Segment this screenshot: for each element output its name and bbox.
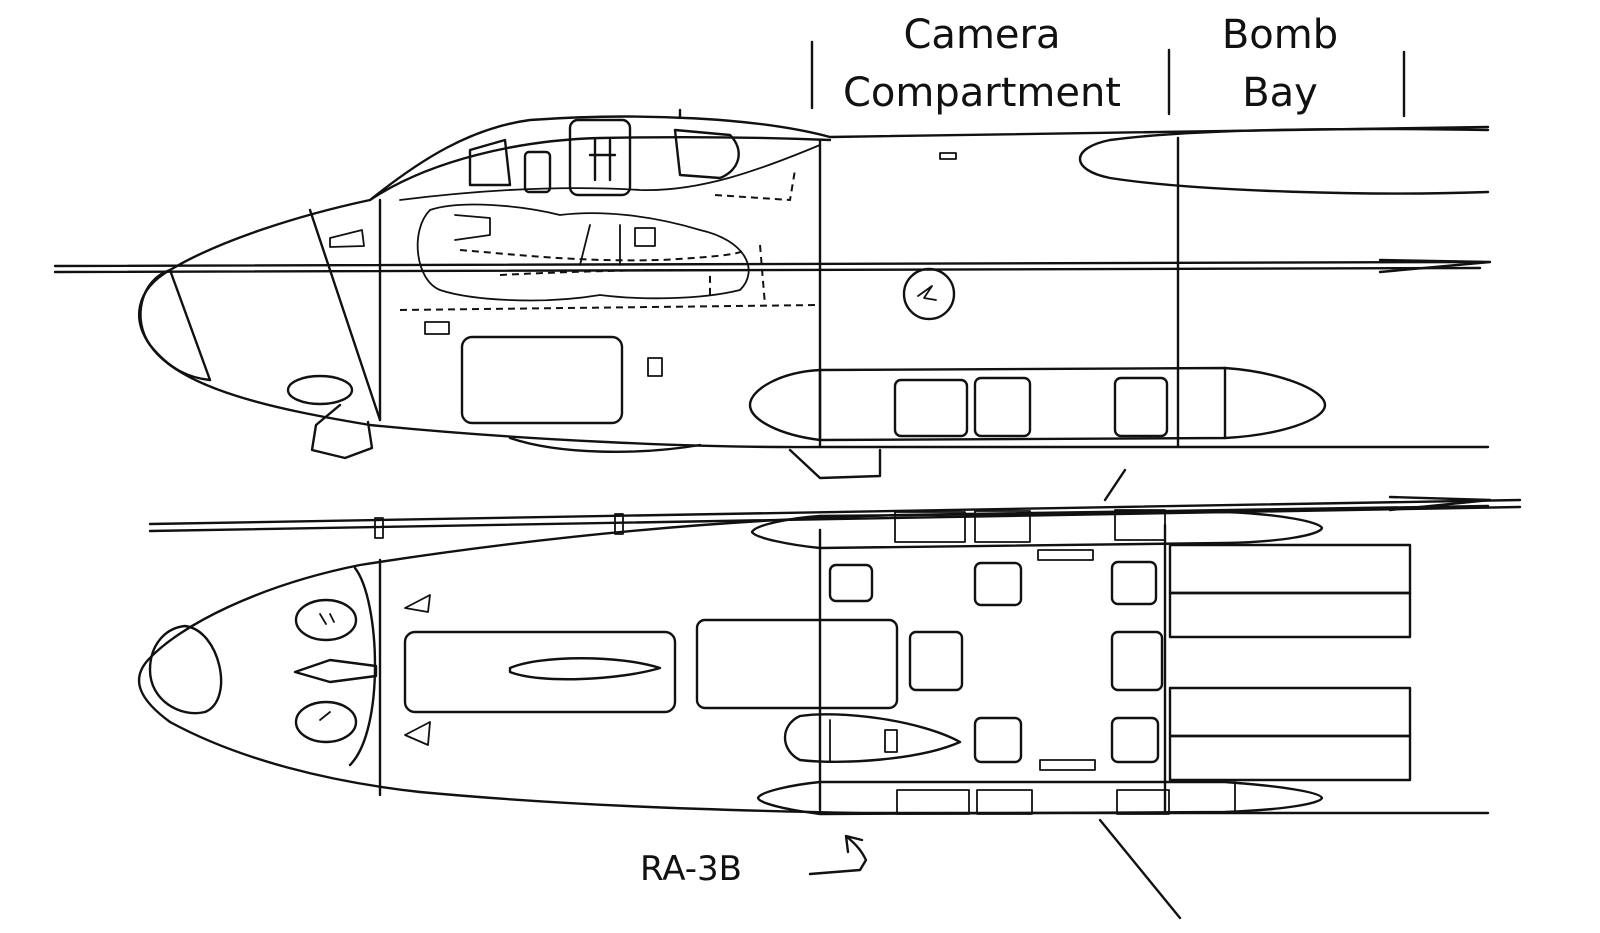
- camera-label-line1: Camera: [904, 12, 1061, 58]
- designation-text: RA-3B: [640, 849, 742, 889]
- plan-compartment-mid: [695, 618, 899, 710]
- side-window-large: [460, 335, 624, 425]
- side-lower-pod: [748, 366, 1327, 442]
- side-boom-line-top: [53, 260, 1482, 268]
- canopy-window-3: [568, 118, 632, 197]
- bomb-bay-door-3: [1168, 686, 1412, 738]
- side-canopy-frame: [368, 135, 832, 202]
- bomb-bay-door-2: [1168, 591, 1412, 639]
- side-intake: [286, 374, 354, 406]
- cockpit-interior: [416, 203, 750, 302]
- bomb-bay-door-1: [1168, 543, 1412, 595]
- plan-upper-pod: [750, 510, 1324, 550]
- plan-view: [137, 495, 1522, 920]
- plan-nose-cone: [148, 624, 223, 715]
- plan-boom-line-bottom: [148, 505, 1522, 533]
- section-labels: Camera Compartment Bomb Bay: [810, 12, 1406, 118]
- plan-canopy: [783, 713, 962, 764]
- plan-fuselage-outline: [137, 504, 1490, 815]
- designation-label: RA-3B: [640, 834, 868, 889]
- side-view: [53, 108, 1492, 502]
- side-nose-cone: [139, 268, 212, 382]
- canopy-window-front: [468, 138, 512, 187]
- side-frame-line-1: [308, 208, 382, 422]
- side-pod-window-2: [973, 376, 1032, 438]
- bomb-bay-door-4: [1168, 734, 1412, 782]
- plan-lower-pod: [756, 780, 1324, 816]
- camera-port: [902, 267, 956, 321]
- plan-intake-right: [294, 700, 358, 744]
- bomb-label-line2: Bay: [1242, 70, 1318, 116]
- plan-intake-left: [294, 598, 358, 642]
- canopy-window-2: [523, 150, 552, 194]
- plan-compartment-fwd: [403, 630, 677, 714]
- side-fuselage-outline: [138, 115, 1490, 449]
- plan-diagonal-line: [1098, 818, 1182, 920]
- side-upper-tank: [1079, 127, 1490, 195]
- designation-arrow: [808, 834, 868, 876]
- side-pod-window-3: [1113, 376, 1169, 438]
- plan-nose-probe: [293, 658, 378, 684]
- plan-boom-line-top: [148, 498, 1522, 526]
- canopy-window-4: [673, 128, 740, 180]
- bomb-label-line1: Bomb: [1222, 12, 1338, 58]
- side-boom-line-bottom: [53, 266, 1482, 274]
- side-landing-gear: [310, 403, 374, 460]
- camera-label-line2: Compartment: [843, 70, 1121, 116]
- side-pod-window-1: [893, 378, 969, 438]
